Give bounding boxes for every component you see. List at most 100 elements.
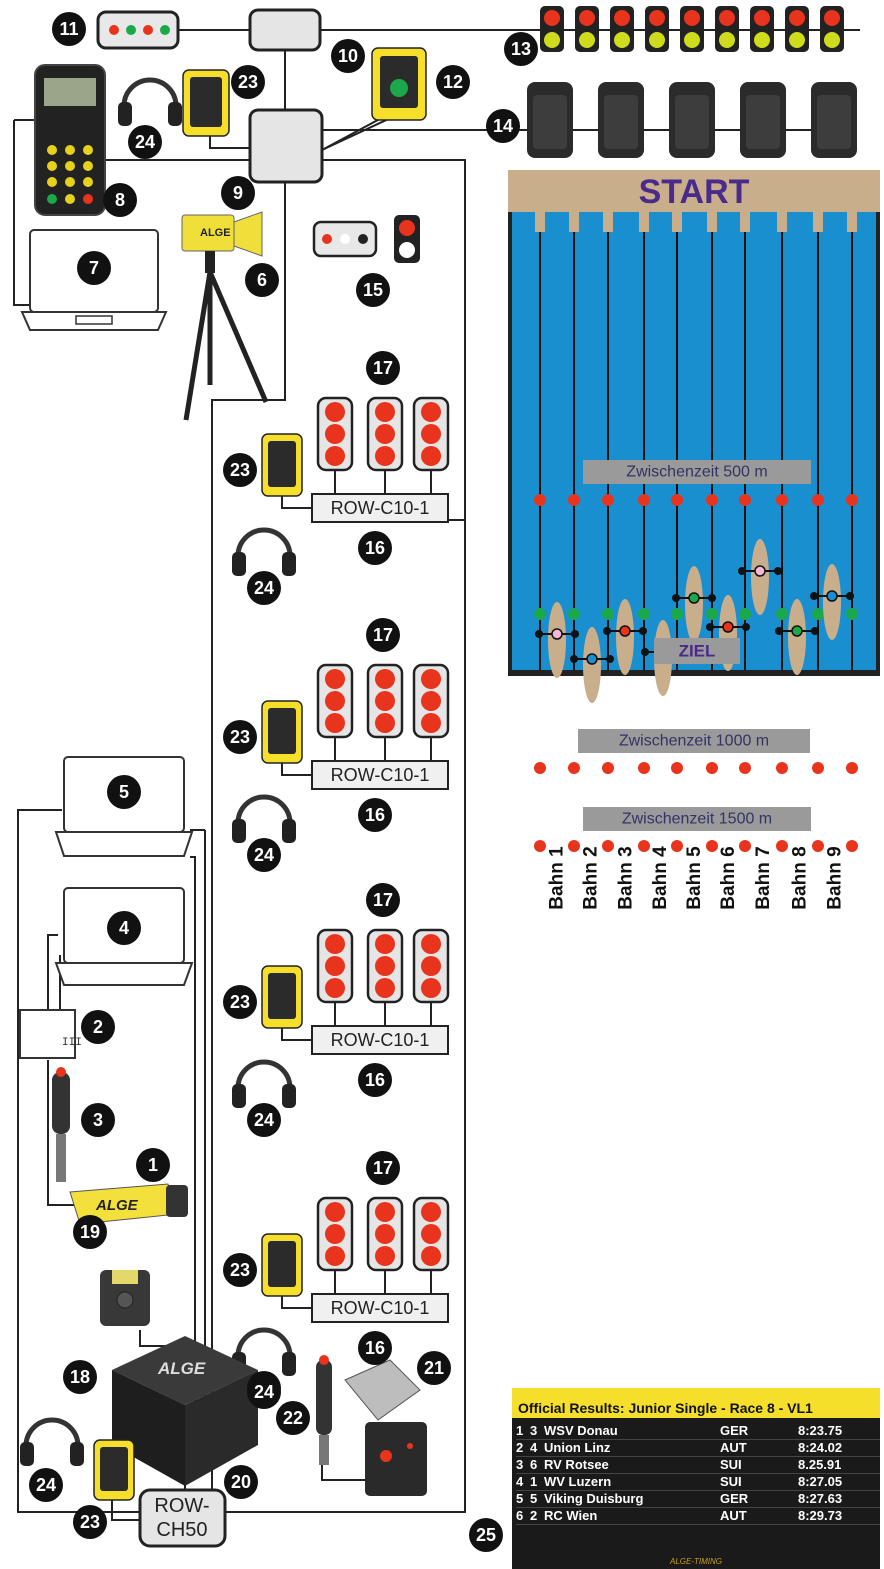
results-cell-club: Union Linz (544, 1440, 720, 1456)
results-cell-lane: 1 (530, 1474, 544, 1490)
svg-text:III: III (62, 1037, 82, 1049)
lane-device-group: ROW-C10-1 (232, 398, 448, 576)
number-badge-label: 23 (230, 992, 250, 1012)
start-light-panel (98, 12, 178, 48)
number-badge-label: 25 (476, 1525, 496, 1545)
results-row: 13WSV DonauGER8:23.75 (516, 1423, 880, 1440)
camera-horn (345, 1360, 427, 1496)
finish-buoy (534, 608, 546, 620)
results-cell-nation: SUI (720, 1474, 798, 1490)
results-cell-lane: 2 (530, 1508, 544, 1524)
junction-box-main (250, 110, 322, 182)
number-badge-label: 23 (230, 1260, 250, 1280)
results-cell-time: 8:27.63 (798, 1491, 868, 1507)
traffic-light (575, 6, 599, 52)
remote-panel-23-top (183, 70, 229, 136)
light-tower (318, 398, 352, 470)
results-cell-nation: SUI (720, 1457, 798, 1473)
results-cell-club: WSV Donau (544, 1423, 720, 1439)
results-cell-time: 8:24.02 (798, 1440, 868, 1456)
number-badge-label: 5 (119, 782, 129, 802)
host-box: ROW- CH50 (140, 1490, 225, 1546)
light-tower (414, 1198, 448, 1270)
headphones-icon (118, 80, 182, 126)
results-cell-lane: 3 (530, 1423, 544, 1439)
number-badge-label: 16 (365, 1070, 385, 1090)
light-tower (318, 665, 352, 737)
number-badge-label: 16 (365, 805, 385, 825)
number-badge-label: 24 (254, 578, 274, 598)
headphones-icon (20, 1420, 84, 1466)
headphones-icon (232, 530, 296, 576)
results-cell-rank: 5 (516, 1491, 530, 1507)
stand-light (314, 215, 420, 263)
row-c10-label: ROW-C10-1 (331, 1298, 430, 1318)
number-badge-label: 17 (373, 358, 393, 378)
light-tower (318, 1198, 352, 1270)
results-cell-rank: 1 (516, 1423, 530, 1439)
remote-panel (262, 966, 302, 1028)
photocell-tripod: ALGE (182, 212, 266, 420)
results-cell-time: 8:23.75 (798, 1423, 868, 1439)
number-badge-label: 23 (230, 727, 250, 747)
traffic-light (680, 6, 704, 52)
buoy (739, 494, 751, 506)
results-cell-lane: 5 (530, 1491, 544, 1507)
handheld-timer (35, 65, 105, 215)
number-badge-label: 12 (443, 72, 463, 92)
number-badge-label: 3 (93, 1110, 103, 1130)
light-tower (414, 398, 448, 470)
finish-buoy (739, 608, 751, 620)
buoy (671, 494, 683, 506)
finish-buoy (776, 608, 788, 620)
finish-buoy (812, 608, 824, 620)
start-label: START (639, 173, 750, 211)
svg-text:ALGE: ALGE (95, 1197, 139, 1214)
buoy (706, 494, 718, 506)
power-supply (100, 1270, 150, 1326)
results-cell-rank: 6 (516, 1508, 530, 1524)
buoy (812, 494, 824, 506)
results-cell-club: RC Wien (544, 1508, 720, 1524)
results-cell-lane: 4 (530, 1440, 544, 1456)
number-badge-label: 24 (254, 845, 274, 865)
results-cell-time: 8:27.05 (798, 1474, 868, 1490)
speaker-icon (527, 82, 573, 158)
number-badge-label: 13 (511, 39, 531, 59)
buoy (638, 494, 650, 506)
results-title: Official Results: Junior Single - Race 8… (512, 1388, 880, 1421)
number-badge-label: 18 (70, 1367, 90, 1387)
remote-panel-23-bottom (94, 1440, 134, 1500)
results-cell-nation: AUT (720, 1508, 798, 1524)
svg-text:CH50: CH50 (156, 1519, 207, 1541)
number-badge-label: 16 (365, 1338, 385, 1358)
buoy (776, 494, 788, 506)
number-badge-label: 16 (365, 538, 385, 558)
handheld-mic (316, 1355, 332, 1465)
split-label-500: Zwischenzeit 500 m (626, 464, 767, 481)
results-board: Official Results: Junior Single - Race 8… (512, 1388, 880, 1569)
start-unit (372, 48, 426, 120)
buoy (534, 494, 546, 506)
number-badge-label: 11 (59, 19, 78, 39)
results-cell-nation: GER (720, 1491, 798, 1507)
results-cell-club: Viking Duisburg (544, 1491, 720, 1507)
svg-text:ROW-: ROW- (154, 1495, 209, 1517)
number-badge-label: 10 (338, 46, 358, 66)
row-c10-label: ROW-C10-1 (331, 765, 430, 785)
headphones-icon (232, 797, 296, 843)
traffic-light (820, 6, 844, 52)
svg-text:ALGE: ALGE (157, 1359, 206, 1378)
remote-panel (262, 1234, 302, 1296)
remote-panel (262, 701, 302, 763)
push-button (52, 1067, 70, 1182)
lane-device-group: ROW-C10-1 (232, 1198, 448, 1376)
speaker-icon (811, 82, 857, 158)
buoy (602, 494, 614, 506)
number-badge-label: 17 (373, 890, 393, 910)
number-badge-label: 2 (93, 1017, 103, 1037)
number-badge-label: 23 (230, 460, 250, 480)
